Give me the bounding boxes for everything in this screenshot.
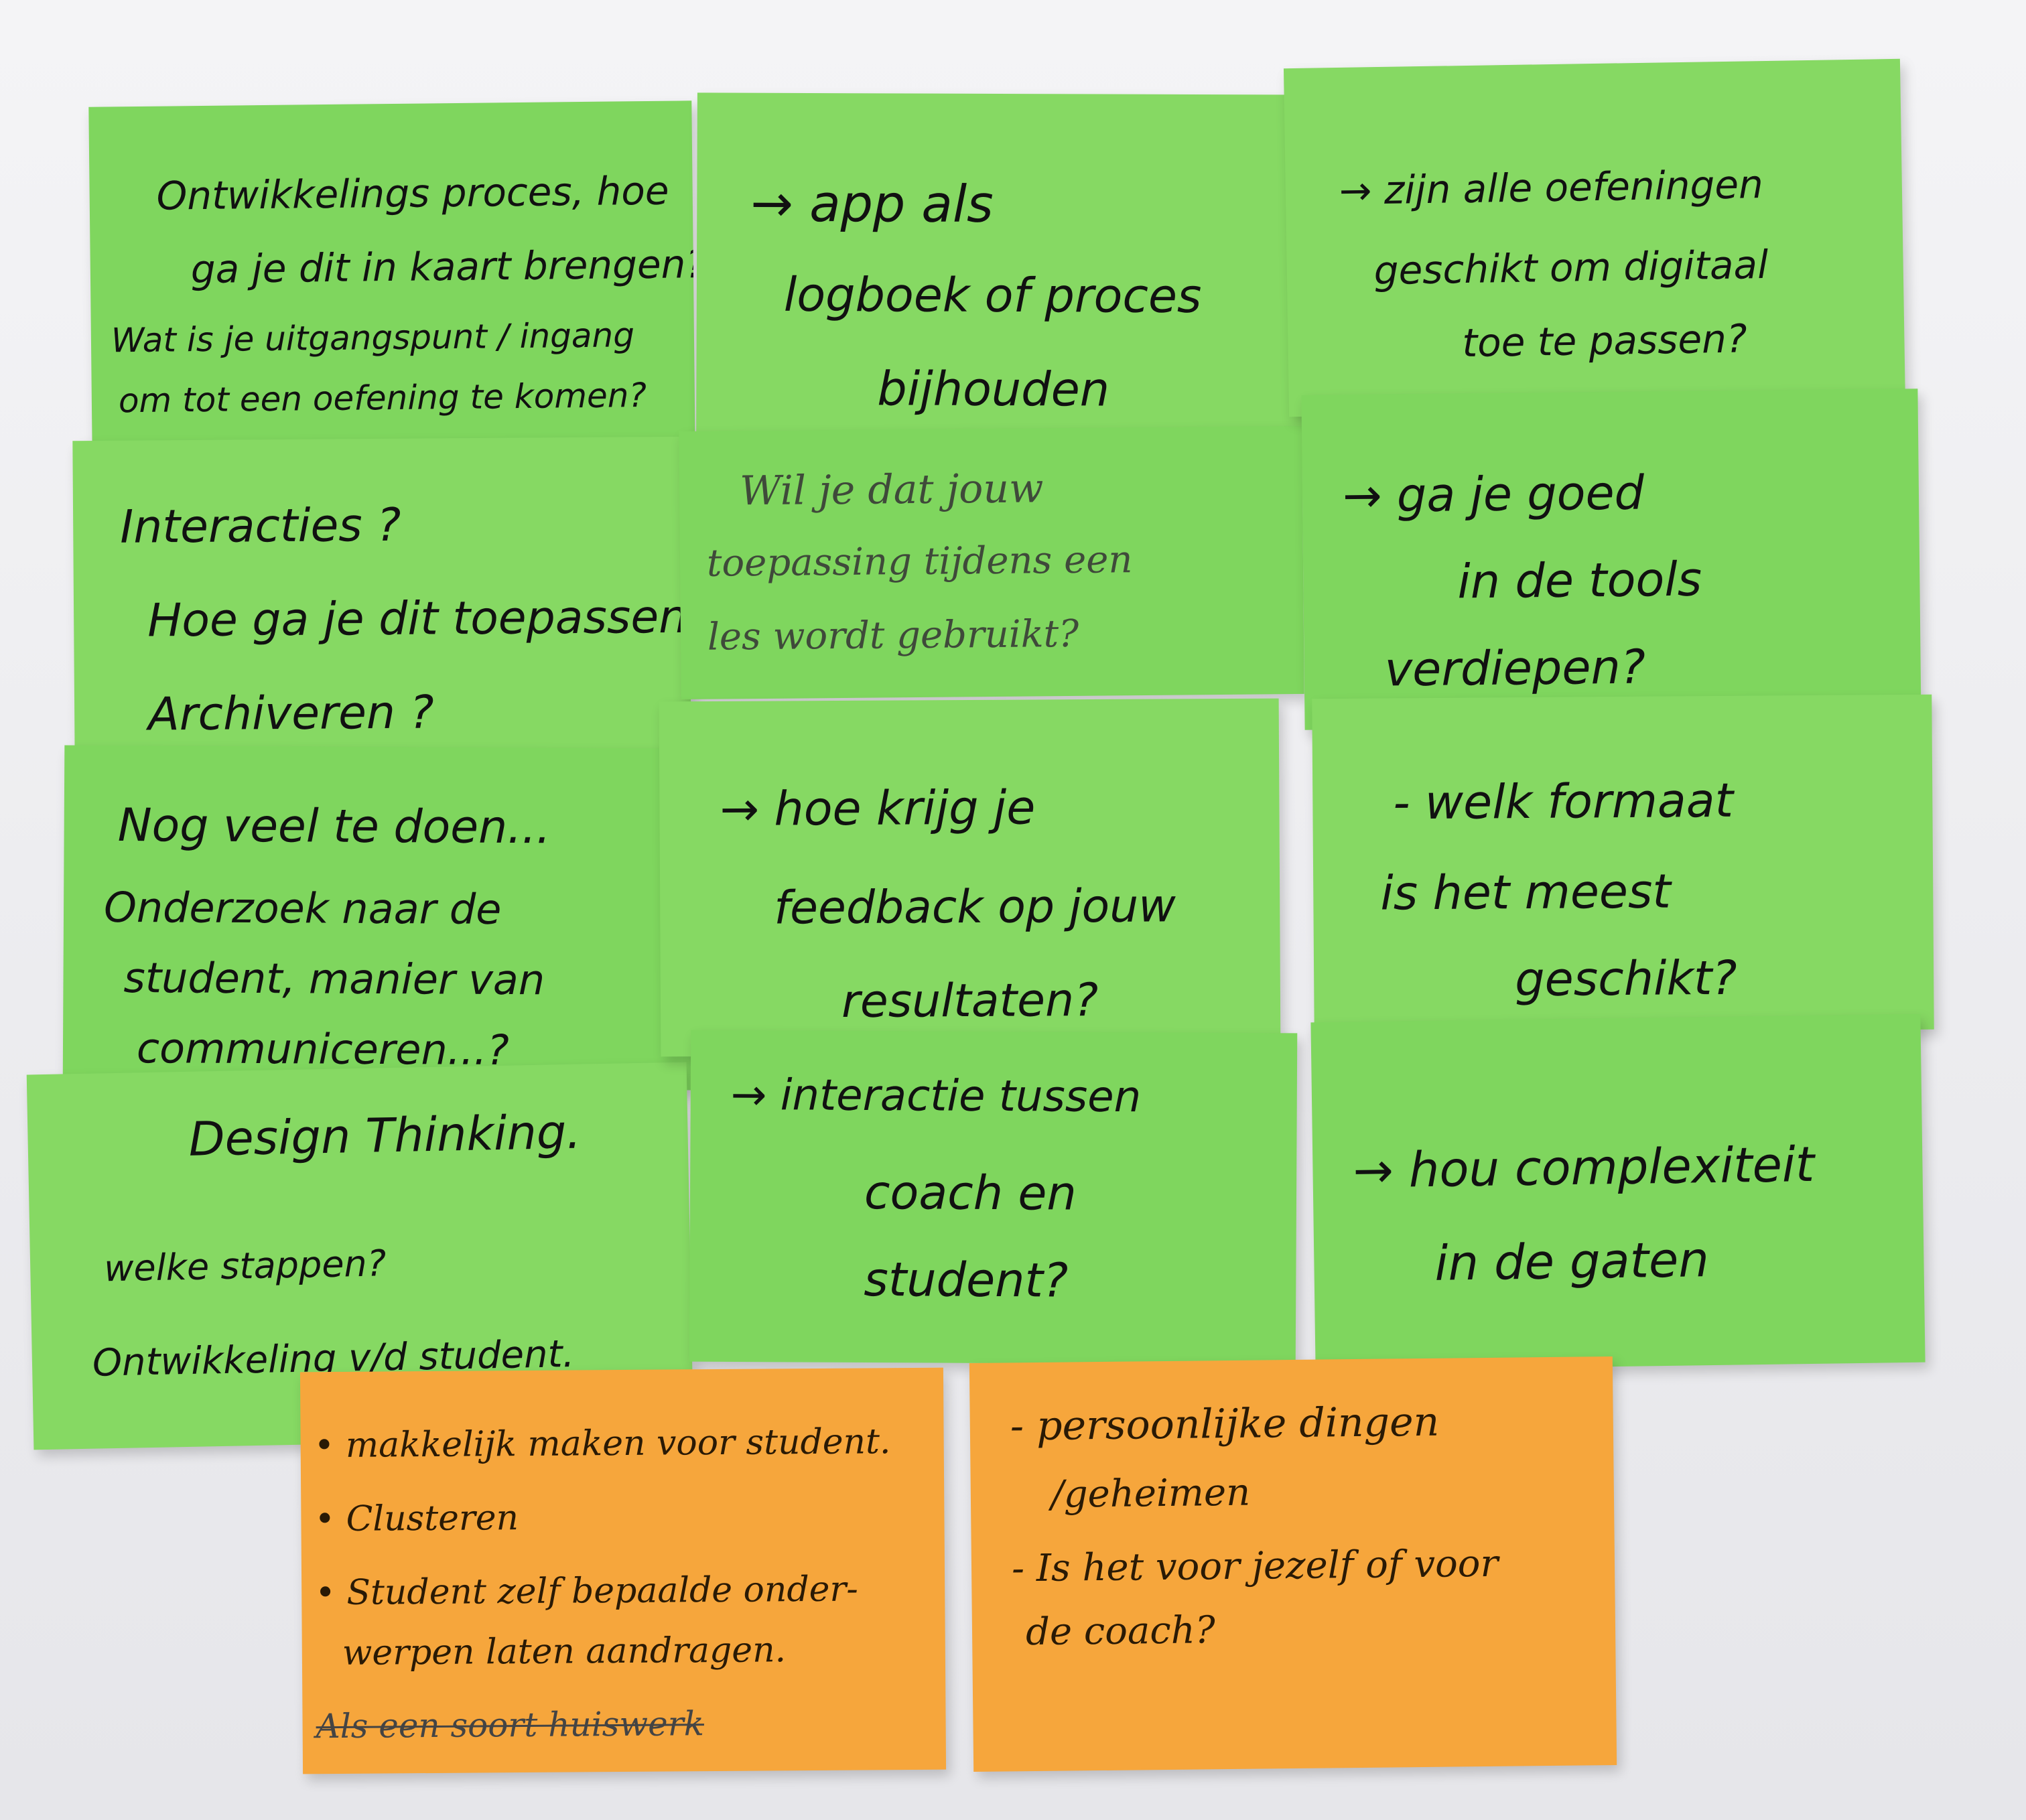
note-line: om tot een oefening te komen? [118,376,647,421]
note-line: toepassing tijdens een [706,538,1133,585]
sticky-note-application-during-class: Wil je dat jouw toepassing tijdens een l… [679,425,1304,700]
note-line: ga je dit in kaart brengen? [190,241,695,293]
note-line: werpen laten aandragen. [342,1630,787,1673]
note-line: Ontwikkelings proces, hoe [156,167,669,219]
note-line: geschikt om digitaal [1373,241,1769,294]
note-line: Design Thinking. [188,1104,582,1167]
sticky-note-still-much-to-do: Nog veel te doen... Onderzoek naar de st… [62,745,695,1091]
sticky-note-app-as-logbook: → app als logboek of proces bijhouden [696,92,1310,443]
note-line: Archiveren ? [147,686,434,742]
note-line: coach en [864,1164,1077,1221]
note-line: /geheimen [1051,1470,1251,1517]
note-line: - Is het voor jezelf of voor [1011,1541,1499,1591]
note-line: Wil je dat jouw [739,465,1044,515]
note-line: les wordt gebruikt? [707,612,1079,659]
note-line: toe te passen? [1461,316,1748,366]
note-line: de coach? [1025,1608,1216,1655]
note-line: in de gaten [1434,1231,1710,1291]
note-line: • Clusteren [314,1498,519,1540]
note-line: student, manier van [123,953,545,1005]
note-line: → interactie tussen [730,1070,1142,1123]
note-line: → ga je goed [1342,465,1645,524]
sticky-note-development-process: Ontwikkelings proces, hoe ga je dit in k… [88,100,695,456]
note-line: - welk formaat [1393,772,1734,831]
note-line: geschikt? [1514,950,1737,1007]
note-line: bijhouden [877,361,1110,417]
note-line: Nog veel te doen... [117,798,551,855]
sticky-note-feedback-on-results: → hoe krijg je feedback op jouw resultat… [659,698,1281,1057]
note-line: → hoe krijg je [720,780,1036,837]
sticky-note-orange-personal-things: - persoonlijke dingen /geheimen - Is het… [969,1356,1617,1772]
sticky-note-tools-deepen: → ga je goed in de tools verdiepen? [1301,389,1921,730]
note-line: feedback op jouw [774,880,1176,935]
note-line: resultaten? [841,973,1099,1029]
note-line: Wat is je uitgangspunt / ingang [111,316,635,360]
note-line: logboek of proces [783,267,1202,324]
note-line: Interacties ? [119,498,401,554]
note-line: in de tools [1457,551,1702,610]
note-line-strikethrough: Als een soort huiswerk [316,1704,705,1746]
sticky-note-orange-easy-for-student: • makkelijk maken voor student. • Cluste… [299,1367,947,1774]
sticky-note-interactions: Interacties ? Hoe ga je dit toepassen? A… [72,436,691,766]
note-line: Hoe ga je dit toepassen? [147,590,691,648]
note-line: Onderzoek naar de [103,882,502,934]
note-line: → zijn alle oefeningen [1339,161,1764,214]
note-line: welke stappen? [103,1242,387,1290]
sticky-note-coach-student-interaction: → interactie tussen coach en student? [689,1030,1298,1365]
note-line: student? [864,1251,1069,1308]
note-line: • makkelijk maken voor student. [314,1421,891,1466]
note-line: verdiepen? [1384,639,1646,697]
note-line: → hou complexiteit [1352,1135,1815,1199]
note-line: is het meest [1380,863,1672,921]
sticky-note-exercises-digital: → zijn alle oefeningen geschikt om digit… [1283,58,1906,417]
sticky-note-which-format: - welk formaat is het meest geschikt? [1312,694,1934,1034]
sticky-note-complexity: → hou complexiteit in de gaten [1310,1013,1926,1371]
note-line: - persoonlijke dingen [1010,1398,1440,1450]
note-line: → app als [750,173,994,234]
note-line: • Student zelf bepaalde onder- [315,1569,859,1614]
